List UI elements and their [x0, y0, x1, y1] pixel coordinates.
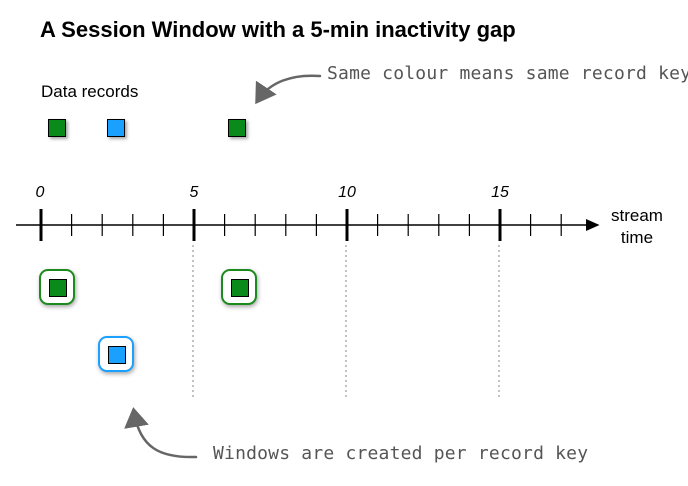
session-window-blue-1	[98, 336, 134, 372]
window-record-blue-1	[108, 346, 126, 364]
record-green-1	[48, 119, 66, 137]
axis-label-time: time	[620, 228, 654, 247]
curved-arrow-bottom	[124, 407, 198, 459]
record-green-2	[228, 119, 246, 137]
note-windows-per-key: Windows are created per record key	[213, 443, 589, 464]
axis-label: stream time	[611, 205, 663, 249]
tick-label-0: 0	[35, 184, 45, 201]
curved-arrow-top	[255, 74, 322, 105]
axis-label-stream: stream	[611, 206, 663, 225]
tick-label-10: 10	[338, 184, 356, 201]
diagram-title: A Session Window with a 5-min inactivity…	[40, 17, 516, 42]
tick-label-5: 5	[189, 184, 199, 201]
timeline-ticks	[39, 209, 562, 241]
session-window-green-2	[221, 269, 257, 305]
tick-label-15: 15	[491, 184, 509, 201]
window-record-green-1	[49, 279, 67, 297]
record-blue-1	[107, 119, 125, 137]
window-record-green-2	[231, 279, 249, 297]
note-same-colour: Same colour means same record key	[327, 63, 688, 84]
data-records-label: Data records	[41, 82, 139, 101]
session-window-green-1	[39, 269, 75, 305]
